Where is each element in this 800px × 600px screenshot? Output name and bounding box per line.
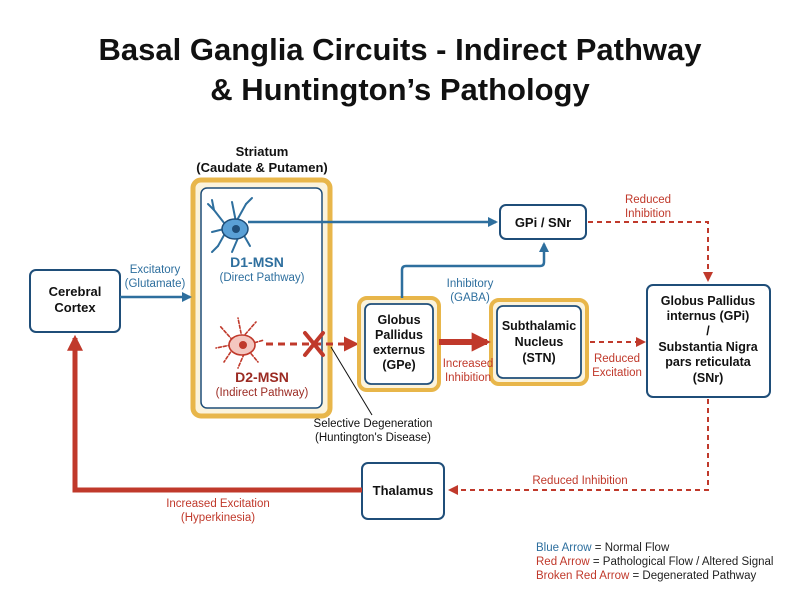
legend-text-blue: = Normal Flow	[591, 542, 670, 554]
d2-msn-label: D2-MSN	[235, 369, 289, 385]
gpi-snr-output-node[interactable]	[499, 204, 587, 240]
reduced-inhibition-top-arrow	[588, 221, 713, 282]
reduced-inhibition-bottom-arrow	[448, 399, 709, 495]
legend-item-blue: Blue Arrow = Normal Flow	[536, 541, 773, 555]
excitatory-sublabel: (Glutamate)	[125, 278, 186, 290]
gpe-line-4: (GPe)	[382, 358, 415, 372]
striatum-sublabel: (Caudate & Putamen)	[196, 160, 327, 175]
gpi-snr-line-2: internus (GPi)	[667, 309, 750, 323]
increased-excitation-sublabel: (Hyperkinesia)	[181, 512, 255, 524]
gpe-line-3: externus	[373, 343, 425, 357]
striatum-inner-box	[200, 187, 323, 409]
reduced-inhibition-bottom-label: Reduced Inhibition	[532, 475, 627, 487]
cerebral-cortex-line-2: Cortex	[54, 300, 96, 315]
legend-text-broken-red: = Degenerated Pathway	[629, 570, 757, 582]
gpi-snr-output-label: GPi / SNr	[515, 215, 571, 230]
stn-line-1: Subthalamic	[502, 319, 576, 333]
inhibitory-sublabel: (GABA)	[450, 292, 490, 304]
gpi-snr-line-5: pars reticulata	[665, 355, 752, 369]
striatum-label: Striatum	[236, 144, 289, 159]
legend-key-blue: Blue Arrow	[536, 542, 592, 554]
cerebral-cortex-node[interactable]	[29, 269, 121, 333]
reduced-inhibition-top-sublabel: Inhibition	[625, 208, 671, 220]
thalamus-label: Thalamus	[373, 483, 434, 498]
degenerating-neuron-icon	[215, 317, 265, 369]
inhibitory-arrow	[400, 242, 549, 298]
title-line-2: & Huntington’s Pathology	[210, 72, 590, 107]
increased-excitation-label: Increased Excitation	[166, 498, 270, 510]
inhibitory-label: Inhibitory	[447, 278, 494, 290]
legend-item-red: Red Arrow = Pathological Flow / Altered …	[536, 555, 773, 569]
gpi-snr-line-1: Globus Pallidus	[661, 294, 756, 308]
cerebral-cortex-line-1: Cerebral	[49, 284, 102, 299]
legend-key-broken-red: Broken Red Arrow	[536, 570, 630, 582]
legend-item-broken-red: Broken Red Arrow = Degenerated Pathway	[536, 569, 773, 583]
gpi-snr-line-4: Substantia Nigra	[658, 340, 758, 354]
neuron-icon	[207, 197, 253, 253]
legend-text-red: = Pathological Flow / Altered Signal	[589, 556, 774, 568]
increased-excitation-arrow	[66, 334, 362, 493]
x-mark-icon	[303, 331, 325, 357]
legend: Blue Arrow = Normal Flow Red Arrow = Pat…	[536, 541, 773, 583]
reduced-excitation-sublabel: Excitation	[592, 367, 642, 379]
reduced-excitation-label: Reduced	[594, 353, 640, 365]
degeneration-pointer-line	[330, 346, 373, 416]
stn-line-3: (STN)	[522, 351, 555, 365]
increased-inhibition-label: Increased	[443, 358, 494, 370]
selective-degeneration-sublabel: (Huntington's Disease)	[315, 432, 431, 444]
stn-line-2: Nucleus	[515, 335, 564, 349]
legend-key-red: Red Arrow	[536, 556, 590, 568]
gpi-snr-line-3: /	[706, 324, 710, 338]
d1-msn-label: D1-MSN	[230, 254, 284, 270]
title-line-1: Basal Ganglia Circuits - Indirect Pathwa…	[98, 32, 702, 67]
increased-inhibition-sublabel: Inhibition	[445, 372, 491, 384]
excitatory-label: Excitatory	[130, 264, 181, 276]
selective-degeneration-label: Selective Degeneration	[314, 418, 433, 430]
reduced-inhibition-top-label: Reduced	[625, 194, 671, 206]
gpe-line-1: Globus	[377, 313, 420, 327]
stn-node[interactable]	[496, 305, 582, 379]
gpi-snr-line-6: (SNr)	[693, 371, 724, 385]
gpi-snr-node[interactable]	[646, 284, 771, 398]
d2-msn-sublabel: (Indirect Pathway)	[216, 387, 309, 399]
gpe-node[interactable]	[364, 303, 434, 385]
d1-msn-sublabel: (Direct Pathway)	[220, 272, 305, 284]
gpe-line-2: Pallidus	[375, 328, 423, 342]
diagram-title: Basal Ganglia Circuits - Indirect Pathwa…	[0, 30, 800, 110]
